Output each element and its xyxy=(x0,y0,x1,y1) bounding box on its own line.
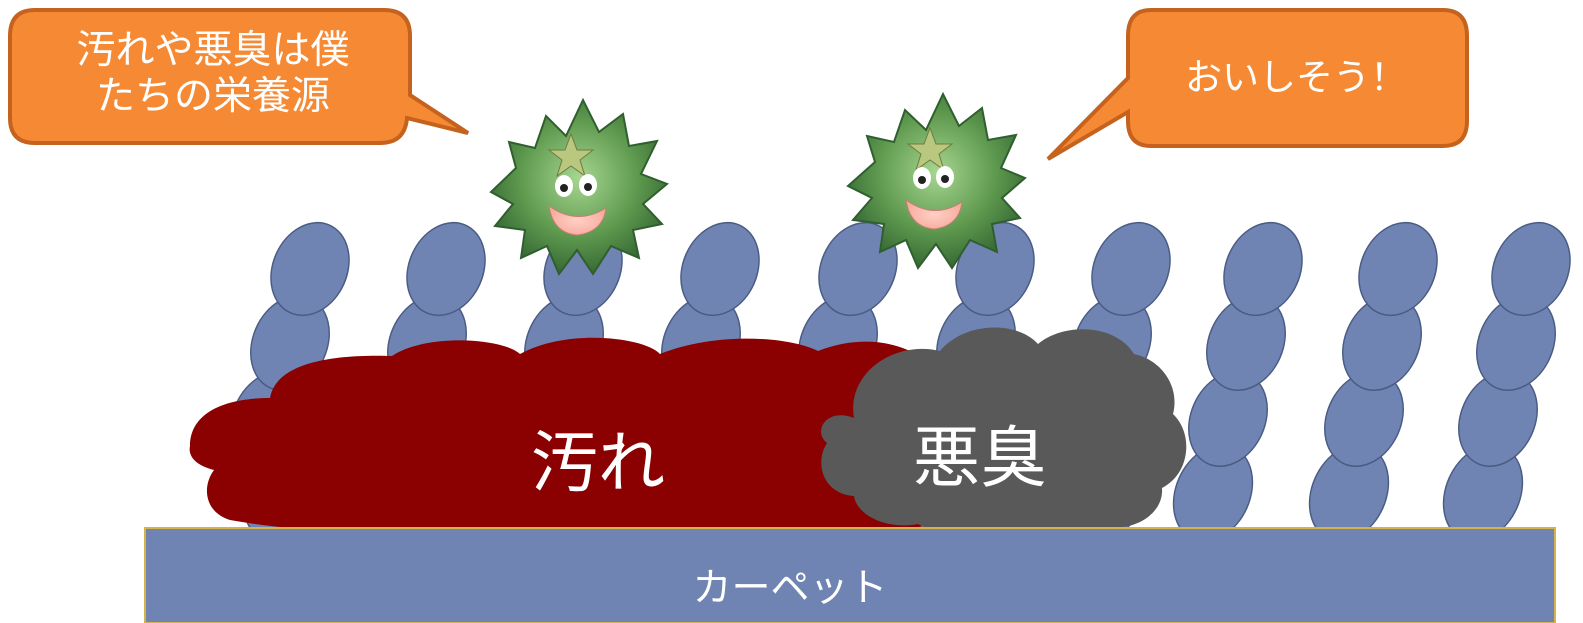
speech-bubble-left xyxy=(8,8,470,145)
speech-bubble-right xyxy=(1046,8,1469,161)
dust-mite-icon xyxy=(846,91,1027,270)
fiber-column-10 xyxy=(1442,221,1571,542)
carpet-base xyxy=(144,527,1556,623)
fiber-column-9 xyxy=(1308,221,1438,542)
dust-mite-icon xyxy=(489,97,669,276)
stain-blob xyxy=(189,337,1028,536)
fiber-column-8 xyxy=(1172,221,1303,542)
odor-cloud xyxy=(821,327,1187,539)
